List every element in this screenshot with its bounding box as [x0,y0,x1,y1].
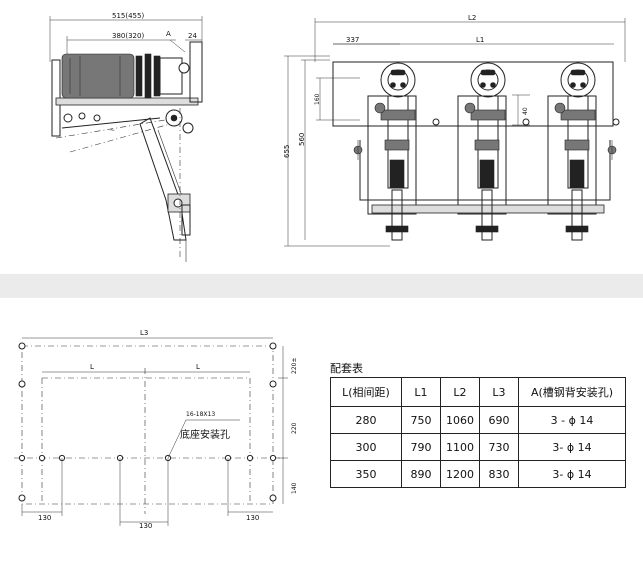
spec-cell: 750 [401,406,441,434]
spec-cell: 1060 [440,406,480,434]
spec-cell: 3- ϕ 14 [518,433,626,461]
front-dim-l2: L2 [468,14,476,22]
svg-text:~: ~ [110,127,115,134]
spec-cell: 830 [479,460,519,488]
spec-header-l1: L1 [401,377,441,407]
side-view: 515(455) 380(320) A 24 ~ [49,12,203,262]
spec-table-title: 配套表 [330,362,363,375]
base-hole-spec: 16-18X13 [186,411,215,418]
spec-table: L(相间距) L1 L2 L3 A(槽钢背安装孔) 280 750 1060 6… [330,377,626,488]
top-drawing-panel: 515(455) 380(320) A 24 ~ [0,0,643,274]
pole-3 [554,62,596,241]
table-row: 300 790 1100 730 3- ϕ 14 [330,433,626,461]
side-dim-small: 24 [188,32,197,40]
pole-2 [464,62,506,241]
spec-cell: 690 [479,406,519,434]
front-dim-height-small: 160 [314,93,321,105]
spec-cell: 300 [330,433,402,461]
spec-cell: 1100 [440,433,480,461]
base-dim-w-mid: 130 [139,522,152,530]
side-dim-overall: 515(455) [112,12,144,20]
pole-1 [374,62,416,241]
spec-cell: 730 [479,433,519,461]
base-hole-label: 底座安装孔 [180,428,230,441]
base-plan-drawing: L3 L L 220± 220 140 [14,329,298,530]
front-dim-height-total: 655 [283,145,291,158]
table-row: 280 750 1060 690 3 - ϕ 14 [330,406,626,434]
spec-cell: 350 [330,460,402,488]
base-plan: L3 L L 220± 220 140 [14,329,298,530]
front-view: L2 L1 337 655 560 160 40 [283,14,626,247]
spec-header-l2: L2 [440,377,480,407]
spec-cell: 1200 [440,460,480,488]
base-dim-l-right: L [196,363,200,371]
base-dim-l-left: L [90,363,94,371]
spec-header-a: A(槽钢背安装孔) [518,377,626,407]
top-drawing: 515(455) 380(320) A 24 ~ [49,12,626,262]
spec-table-header-row: L(相间距) L1 L2 L3 A(槽钢背安装孔) [330,377,626,407]
base-dim-w-right: 130 [246,514,259,522]
spec-cell: 3- ϕ 14 [518,460,626,488]
spec-header-l: L(相间距) [330,377,402,407]
spec-cell: 790 [401,433,441,461]
front-dim-width-small: 40 [522,107,529,115]
side-dim-a: A [166,30,171,38]
base-dim-h-bottom: 140 [291,482,298,494]
base-dim-h-top: 220± [291,358,298,374]
base-dim-h-mid: 220 [291,422,298,434]
front-dim-height-mid: 560 [298,133,306,146]
spec-cell: 280 [330,406,402,434]
base-dim-l3: L3 [140,329,148,337]
spec-cell: 890 [401,460,441,488]
side-dim-inner: 380(320) [112,32,144,40]
table-row: 350 890 1200 830 3- ϕ 14 [330,460,626,488]
base-dim-w-left: 130 [38,514,51,522]
spec-cell: 3 - ϕ 14 [518,406,626,434]
spec-header-l3: L3 [479,377,519,407]
front-dim-l1: L1 [476,36,484,44]
front-dim-left-offset: 337 [346,36,359,44]
